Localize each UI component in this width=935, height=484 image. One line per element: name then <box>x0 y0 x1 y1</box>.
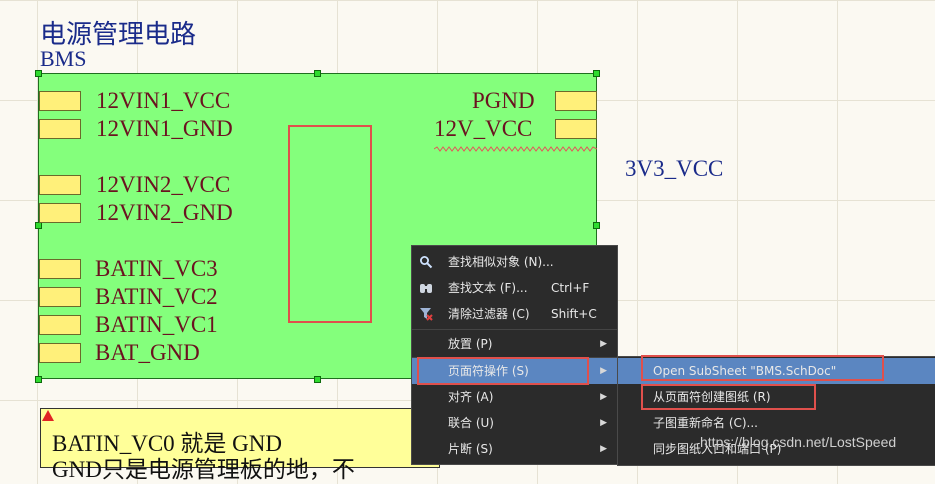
note-text: GND只是电源管理板的地，不 <box>52 457 355 482</box>
menu-item-clear-filter[interactable]: 清除过滤器 (C) Shift+C <box>412 301 617 327</box>
annotation-highlight-box <box>641 355 884 381</box>
submenu-item-sync-entries-ports[interactable]: 同步图纸入口和端口 (P) <box>618 436 935 462</box>
sheet-designator: BMS <box>40 46 87 71</box>
sheet-entry-label: BAT_GND <box>95 340 200 365</box>
warning-icon <box>42 410 54 421</box>
submenu-item-rename-child-sheet[interactable]: 子图重新命名 (C)... <box>618 410 935 436</box>
selection-handle[interactable] <box>35 376 42 383</box>
selection-handle[interactable] <box>35 222 42 229</box>
submenu-arrow-icon: ▶ <box>600 339 607 349</box>
search-icon <box>419 255 433 269</box>
note-text: BATIN_VC0 就是 GND <box>52 431 282 456</box>
sheet-entry[interactable] <box>39 175 81 195</box>
net-label[interactable]: 3V3_VCC <box>625 156 724 181</box>
submenu-arrow-icon: ▶ <box>600 366 607 376</box>
sheet-entry-label: 12V_VCC <box>434 116 533 141</box>
watermark: https://blog.csdn.net/LostSpeed <box>700 434 897 450</box>
binoculars-icon <box>419 281 433 295</box>
menu-item-label: 片断 (S) <box>448 442 493 456</box>
menu-item-snippets[interactable]: 片断 (S) ▶ <box>412 436 617 462</box>
sheet-entry-label: PGND <box>472 88 535 113</box>
menu-item-align[interactable]: 对齐 (A) ▶ <box>412 384 617 410</box>
selection-handle[interactable] <box>593 222 600 229</box>
menu-item-label: 页面符操作 (S) <box>448 364 529 378</box>
submenu-item-label: Open SubSheet "BMS.SchDoc" <box>653 364 837 378</box>
menu-item-union[interactable]: 联合 (U) ▶ <box>412 410 617 436</box>
filter-clear-icon <box>419 307 433 321</box>
submenu-item-create-sheet-from-symbol[interactable]: 从页面符创建图纸 (R) <box>618 384 935 410</box>
menu-item-label: 查找文本 (F)... <box>448 281 528 295</box>
menu-item-sheet-symbol-actions[interactable]: 页面符操作 (S) ▶ <box>412 358 617 384</box>
menu-item-shortcut: Shift+C <box>551 307 597 321</box>
sheet-entry[interactable] <box>39 203 81 223</box>
submenu-arrow-icon: ▶ <box>600 418 607 428</box>
menu-item-find-text[interactable]: 查找文本 (F)... Ctrl+F <box>412 275 617 301</box>
menu-item-label: 放置 (P) <box>448 337 493 351</box>
sheet-entry[interactable] <box>39 287 81 307</box>
selection-handle[interactable] <box>35 70 42 77</box>
submenu-item-label: 子图重新命名 (C)... <box>653 416 759 430</box>
annotation-highlight-box <box>417 357 589 385</box>
sheet-entry-label: 12VIN2_GND <box>96 200 233 225</box>
sheet-entry[interactable] <box>39 119 81 139</box>
menu-item-label: 查找相似对象 (N)... <box>448 255 554 269</box>
selection-handle[interactable] <box>593 70 600 77</box>
menu-item-shortcut: Ctrl+F <box>551 281 590 295</box>
menu-item-label: 清除过滤器 (C) <box>448 307 530 321</box>
selection-handle[interactable] <box>314 70 321 77</box>
sheet-entry[interactable] <box>39 91 81 111</box>
context-menu: 查找相似对象 (N)... 查找文本 (F)... Ctrl+F 清除过滤器 (… <box>411 245 618 465</box>
selection-handle[interactable] <box>314 376 321 383</box>
submenu-arrow-icon: ▶ <box>600 444 607 454</box>
sheet-entry-label: BATIN_VC2 <box>95 284 218 309</box>
menu-item-label: 对齐 (A) <box>448 390 494 404</box>
menu-item-label: 联合 (U) <box>448 416 494 430</box>
sheet-entry-label: 12VIN2_VCC <box>96 172 231 197</box>
sheet-entry[interactable] <box>39 259 81 279</box>
sheet-entry-label: BATIN_VC3 <box>95 256 218 281</box>
menu-item-place[interactable]: 放置 (P) ▶ <box>412 331 617 357</box>
menu-separator <box>412 329 617 330</box>
annotation-highlight-box <box>288 125 372 323</box>
submenu-item-label: 同步图纸入口和端口 (P) <box>653 442 782 456</box>
menu-item-find-similar[interactable]: 查找相似对象 (N)... <box>412 249 617 275</box>
sheet-entry-label: 12VIN1_VCC <box>96 88 231 113</box>
sheet-entry[interactable] <box>39 315 81 335</box>
sheet-entry[interactable] <box>39 343 81 363</box>
sheet-entry-label: 12VIN1_GND <box>96 116 233 141</box>
submenu-item-label: 从页面符创建图纸 (R) <box>653 390 771 404</box>
annotation-highlight-box <box>641 384 816 410</box>
submenu-arrow-icon: ▶ <box>600 392 607 402</box>
sheet-entry-label: BATIN_VC1 <box>95 312 218 337</box>
sheet-title: 电源管理电路 <box>40 20 197 50</box>
sheet-entry[interactable] <box>555 91 597 111</box>
sheet-entry[interactable] <box>555 119 597 139</box>
error-underline <box>434 146 597 152</box>
